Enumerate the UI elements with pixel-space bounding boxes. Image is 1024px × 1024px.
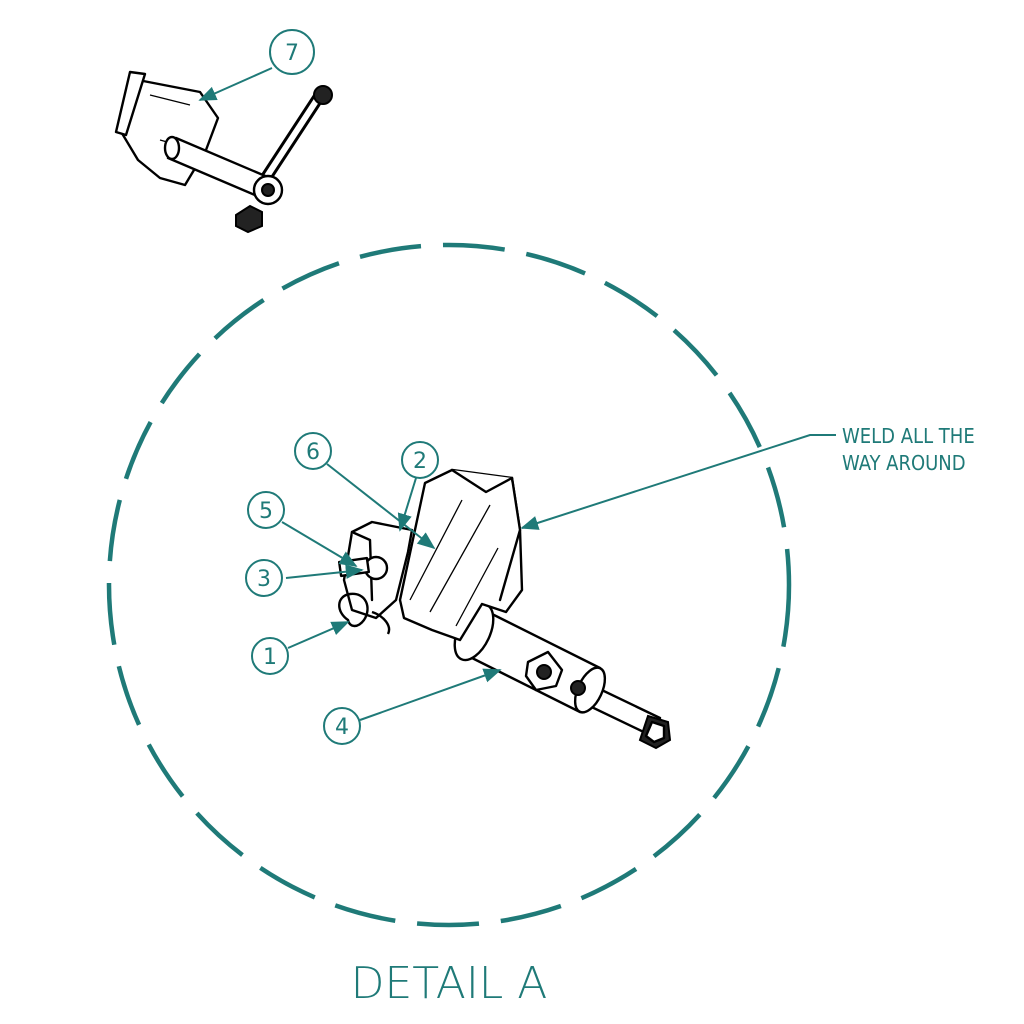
svg-text:2: 2 — [413, 449, 427, 474]
balloon-3: 3 — [245, 559, 283, 597]
leader-1 — [287, 621, 350, 649]
balloon-6: 6 — [294, 432, 332, 470]
detail-boundary-circle — [106, 242, 792, 928]
svg-text:4: 4 — [335, 715, 349, 740]
svg-text:6: 6 — [306, 440, 320, 465]
leader-7 — [198, 67, 273, 101]
detail-title: DETAIL A — [351, 958, 548, 1009]
latch-assembly — [337, 468, 672, 750]
svg-text:3: 3 — [257, 567, 271, 592]
balloon-5: 5 — [247, 491, 285, 529]
svg-text:1: 1 — [263, 645, 277, 670]
leader-3 — [285, 564, 364, 579]
svg-text:5: 5 — [259, 499, 273, 524]
leader-2 — [397, 477, 417, 532]
leader-4 — [359, 668, 502, 721]
weld-note-line1: WELD ALL THE — [842, 424, 975, 448]
leader-5 — [281, 521, 358, 567]
svg-text:7: 7 — [285, 41, 299, 66]
balloon-1: 1 — [251, 637, 289, 675]
weld-note-line2: WAY AROUND — [842, 451, 966, 475]
balloon-4: 4 — [323, 707, 361, 745]
leader-6 — [326, 463, 436, 550]
balloon-7: 7 — [269, 29, 315, 75]
assembly-thumbnail — [114, 70, 333, 234]
weld-note-leader — [520, 434, 836, 530]
balloon-2: 2 — [401, 441, 439, 479]
